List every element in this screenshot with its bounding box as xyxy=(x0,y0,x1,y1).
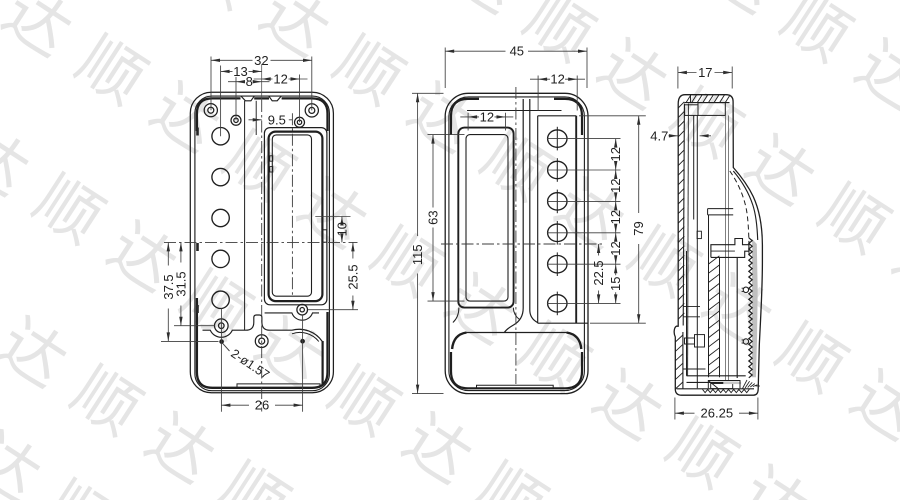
svg-text:12: 12 xyxy=(608,147,623,161)
svg-text:45: 45 xyxy=(510,44,524,59)
svg-text:10: 10 xyxy=(334,222,349,236)
svg-text:12: 12 xyxy=(608,178,623,192)
svg-text:31.5: 31.5 xyxy=(173,271,188,296)
svg-text:13: 13 xyxy=(233,64,247,79)
svg-text:22.5: 22.5 xyxy=(591,260,606,285)
svg-text:12: 12 xyxy=(608,241,623,255)
svg-text:12: 12 xyxy=(273,71,287,86)
svg-text:25.5: 25.5 xyxy=(345,264,360,289)
svg-text:37.5: 37.5 xyxy=(161,274,176,299)
svg-text:4.7: 4.7 xyxy=(650,128,668,143)
svg-text:12: 12 xyxy=(480,109,494,124)
svg-text:12: 12 xyxy=(608,210,623,224)
svg-text:15: 15 xyxy=(608,277,623,291)
svg-text:17: 17 xyxy=(698,65,712,80)
svg-text:26: 26 xyxy=(255,398,269,413)
svg-text:26.25: 26.25 xyxy=(701,406,734,421)
svg-text:9.5: 9.5 xyxy=(268,112,286,127)
svg-text:32: 32 xyxy=(254,53,268,68)
svg-text:12: 12 xyxy=(550,72,564,87)
svg-text:79: 79 xyxy=(631,221,646,235)
svg-text:8: 8 xyxy=(246,74,253,89)
svg-text:115: 115 xyxy=(410,244,425,265)
svg-text:63: 63 xyxy=(426,210,441,224)
